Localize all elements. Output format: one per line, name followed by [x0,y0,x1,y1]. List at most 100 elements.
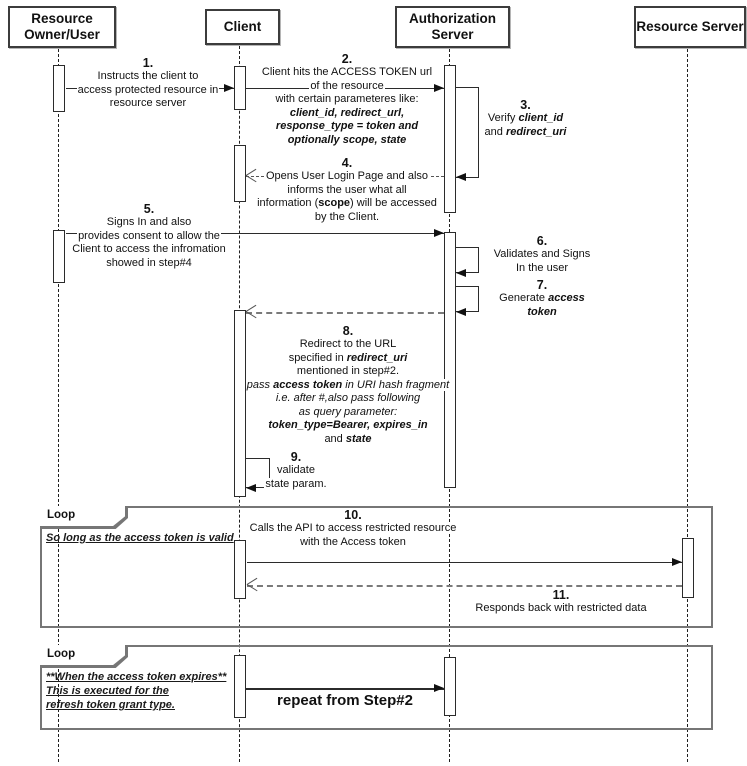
message-8-line [246,312,444,314]
label-line: and redirect_uri [483,125,568,138]
message-3-arrowhead [456,173,466,181]
message-7-self-loop [456,286,479,312]
message-3-self-loop [456,87,479,178]
label-line: showed in step#4 [105,256,193,269]
activation-client-2 [234,145,246,202]
actor-label: Client [223,19,262,34]
step-number-10: 10. [343,508,363,522]
step-number-8: 8. [341,324,355,338]
message-10-line [247,562,682,563]
label-line: Signs In and also [105,216,193,228]
step-number-11: 11. [551,588,571,602]
message-7-arrowhead [456,308,466,316]
actor-label: Resource Server [636,19,744,34]
activation-auth-2 [444,232,456,488]
label-line: Generate access [498,292,586,304]
loop-tab-2 [40,645,128,668]
loop-label-2: Loop [47,648,76,660]
label-line: Validates and Signs [492,248,592,260]
label-line: information (scope) will be accessed [256,197,438,209]
actor-label: Authorization Server [409,11,496,42]
label-line: mentioned in step#2. [295,365,401,377]
message-1-arrowhead [224,84,234,92]
label-line: token [526,305,558,318]
label-line: access protected resource in [76,83,220,96]
message-label-7: 7. Generate access token [487,278,597,319]
step-number-7: 7. [535,278,549,292]
label-line: with certain parameteres like: [274,93,420,105]
loop-guard-2-line3: refresh token grant type. [46,699,175,711]
message-label-11: 11. Responds back with restricted data [455,588,667,616]
activation-resource-server-1 [682,538,694,598]
step-number-2: 2. [340,52,354,66]
loop-frame-2 [40,645,713,730]
label-line: response_type = token and [274,120,420,132]
loop-label-1: Loop [47,509,76,521]
step-number-5: 5. [142,202,156,216]
message-5-line [66,233,444,234]
label-line: of the resource [309,79,385,92]
message-11-arrowhead [247,579,259,591]
label-line: as query parameter: [297,405,399,418]
label-line: i.e. after #,also pass following [274,392,422,404]
step-number-4: 4. [340,156,354,170]
actor-box-client: Client [205,9,280,45]
label-line: Redirect to the URL [298,338,398,350]
label-line: Responds back with restricted data [474,602,648,614]
loop-guard-2-line1: **When the access token expires** [46,671,227,683]
loop-guard-2-line2: This is executed for the [46,685,169,697]
activation-client-3 [234,310,246,497]
message-6-self-loop [456,247,479,273]
activation-auth-3 [444,657,456,716]
message-label-8: 8. Redirect to the URL specified in redi… [242,324,454,446]
message-label-9: 9. validate state param. [250,450,342,491]
label-line: with the Access token [299,535,407,548]
label-line: specified in redirect_uri [287,351,409,364]
message-label-5: 5. Signs In and also provides consent to… [58,202,240,270]
message-label-repeat: repeat from Step#2 [277,692,413,709]
label-line: Client hits the ACCESS TOKEN url [260,66,434,78]
activation-client-4 [234,540,246,599]
message-6-arrowhead [456,269,466,277]
label-line: provides consent to allow the [77,229,221,242]
step-number-9: 9. [289,450,303,464]
label-line: resource server [108,97,188,109]
label-line: and state [323,432,373,445]
label-line: informs the user what all [286,183,408,196]
message-repeat-arrowhead [434,684,444,692]
loop-guard-2: **When the access token expires** This i… [46,670,226,712]
message-2-arrowhead [434,84,444,92]
message-10-arrowhead [672,558,682,566]
activation-resource-owner-1 [53,65,65,112]
message-11-line [247,585,682,587]
label-line: client_id, redirect_url, [288,106,406,119]
step-number-1: 1. [141,56,155,70]
actor-box-resource-owner: Resource Owner/User [8,6,116,48]
activation-auth-1 [444,65,456,213]
message-label-10: 10. Calls the API to access restricted r… [247,508,459,549]
message-5-arrowhead [434,229,444,237]
lifeline-resource-server [687,44,688,762]
message-8-arrowhead [246,306,258,318]
message-9-arrowhead [246,484,256,492]
label-line: validate [276,464,316,476]
step-number-6: 6. [535,234,549,248]
message-repeat-line [246,688,444,690]
step-number-3: 3. [519,98,532,112]
label-line: Client to access the infromation [71,243,227,255]
label-line: token_type=Bearer, expires_in [267,419,429,431]
message-label-1: 1. Instructs the client to access protec… [60,56,236,111]
label-line: In the user [515,261,569,274]
loop-tab-inner [40,645,125,665]
label-line: state param. [264,477,328,490]
message-9-self-loop [246,458,270,488]
label-line: pass access token in URI hash fragment [245,378,451,391]
loop-tab-inner [40,506,125,526]
loop-guard-1: So long as the access token is valid [46,532,234,544]
actor-box-auth-server: Authorization Server [395,6,510,48]
actor-label: Resource Owner/User [24,11,100,42]
loop-frame-1 [40,506,713,628]
activation-client-1 [234,66,246,110]
label-line: by the Client. [313,210,381,223]
